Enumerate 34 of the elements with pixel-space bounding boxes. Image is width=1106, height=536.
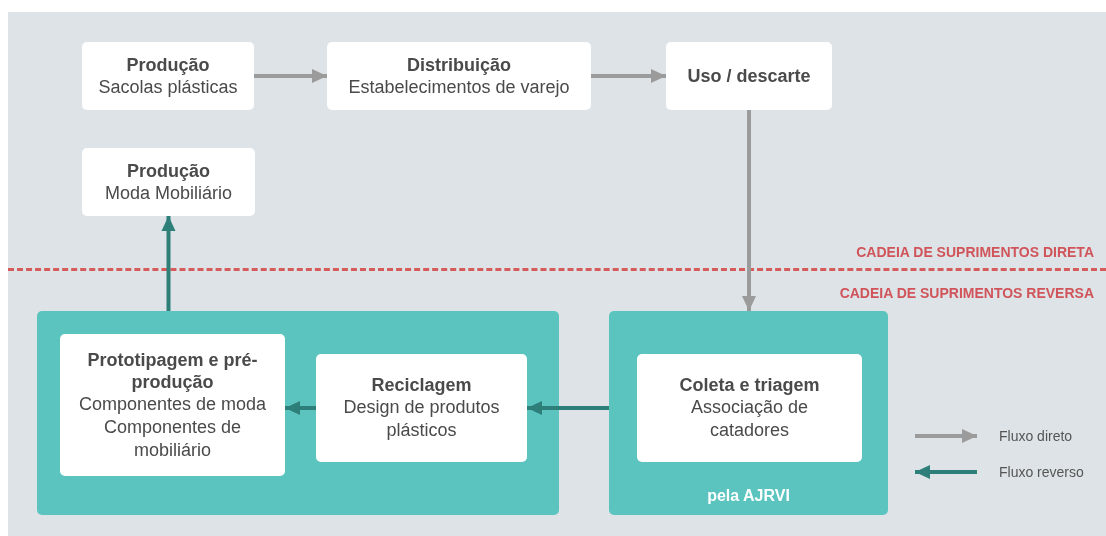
zone-label: CADEIA DE SUPRIMENTOS REVERSA <box>839 285 1094 301</box>
box-title: Distribuição <box>407 53 511 76</box>
box-title: Coleta e triagem <box>679 374 820 396</box>
arrow <box>254 69 327 83</box>
process-box <box>82 148 255 216</box>
process-box <box>316 354 527 462</box>
arrow <box>285 401 316 415</box>
arrow <box>527 401 609 415</box>
arrow <box>161 216 176 311</box>
zone-label: CADEIA DE SUPRIMENTOS DIRETA <box>856 244 1094 260</box>
box-title: Produção <box>126 53 210 76</box>
box-title: Produção <box>127 159 210 182</box>
box-text: Componentes de mobiliário <box>102 415 243 462</box>
process-box <box>637 354 862 462</box>
group-label: pela AJRVI <box>706 487 791 505</box>
process-box <box>60 334 285 476</box>
group-panel <box>609 311 888 515</box>
box-text: Moda Mobiliário <box>104 181 233 205</box>
box-title: Uso / descarte <box>687 65 811 87</box>
box-text: Design de produtos plásticos <box>342 396 501 442</box>
legend-text: Fluxo reverso <box>999 464 1084 480</box>
box-text: Estabelecimentos de varejo <box>348 75 570 99</box>
process-box <box>327 42 591 110</box>
legend-text: Fluxo direto <box>999 428 1073 444</box>
arrow <box>742 110 756 311</box>
box-title: Reciclagem <box>371 374 472 396</box>
box-title: Prototipagem e pré-produção <box>86 348 259 393</box>
box-text: Associação de catadores <box>689 396 810 442</box>
box-text: Componentes de moda <box>78 392 267 416</box>
box-text: Sacolas plásticas <box>98 75 238 99</box>
process-box <box>82 42 254 110</box>
group-panel <box>37 311 559 515</box>
process-box <box>666 42 832 110</box>
arrow <box>591 69 666 83</box>
